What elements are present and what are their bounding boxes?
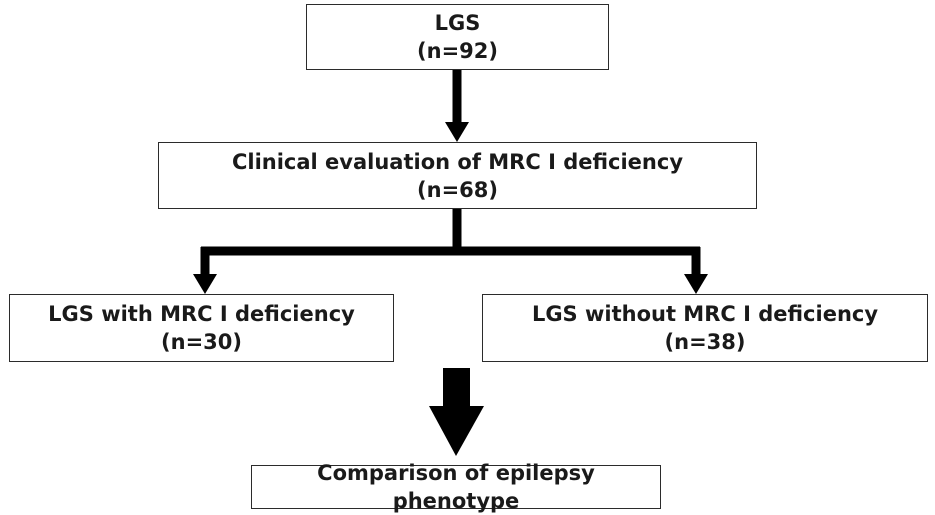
arrow-to-comparison bbox=[429, 368, 484, 456]
lgs-title: LGS bbox=[434, 11, 481, 35]
lgs-box: LGS (n=92) bbox=[306, 4, 609, 70]
arrow-lgs-to-clinical bbox=[445, 70, 469, 142]
arrow-clinical-split bbox=[193, 209, 708, 294]
lgs-with-deficiency-count: (n=30) bbox=[161, 330, 242, 354]
lgs-without-deficiency-box: LGS without MRC I deficiency (n=38) bbox=[482, 294, 928, 362]
lgs-without-deficiency-count: (n=38) bbox=[664, 330, 746, 354]
clinical-evaluation-box: Clinical evaluation of MRC I deficiency … bbox=[158, 142, 757, 209]
lgs-with-deficiency-box: LGS with MRC I deficiency (n=30) bbox=[9, 294, 394, 362]
lgs-with-deficiency-title: LGS with MRC I deficiency bbox=[48, 302, 355, 326]
lgs-without-deficiency-title: LGS without MRC I deficiency bbox=[531, 302, 879, 326]
clinical-evaluation-count: (n=68) bbox=[417, 177, 498, 202]
comparison-title: Comparison of epilepsy phenotype bbox=[317, 461, 595, 513]
lgs-count: (n=92) bbox=[417, 39, 498, 63]
clinical-evaluation-title: Clinical evaluation of MRC I deficiency bbox=[231, 149, 684, 174]
comparison-box: Comparison of epilepsy phenotype bbox=[251, 461, 661, 513]
